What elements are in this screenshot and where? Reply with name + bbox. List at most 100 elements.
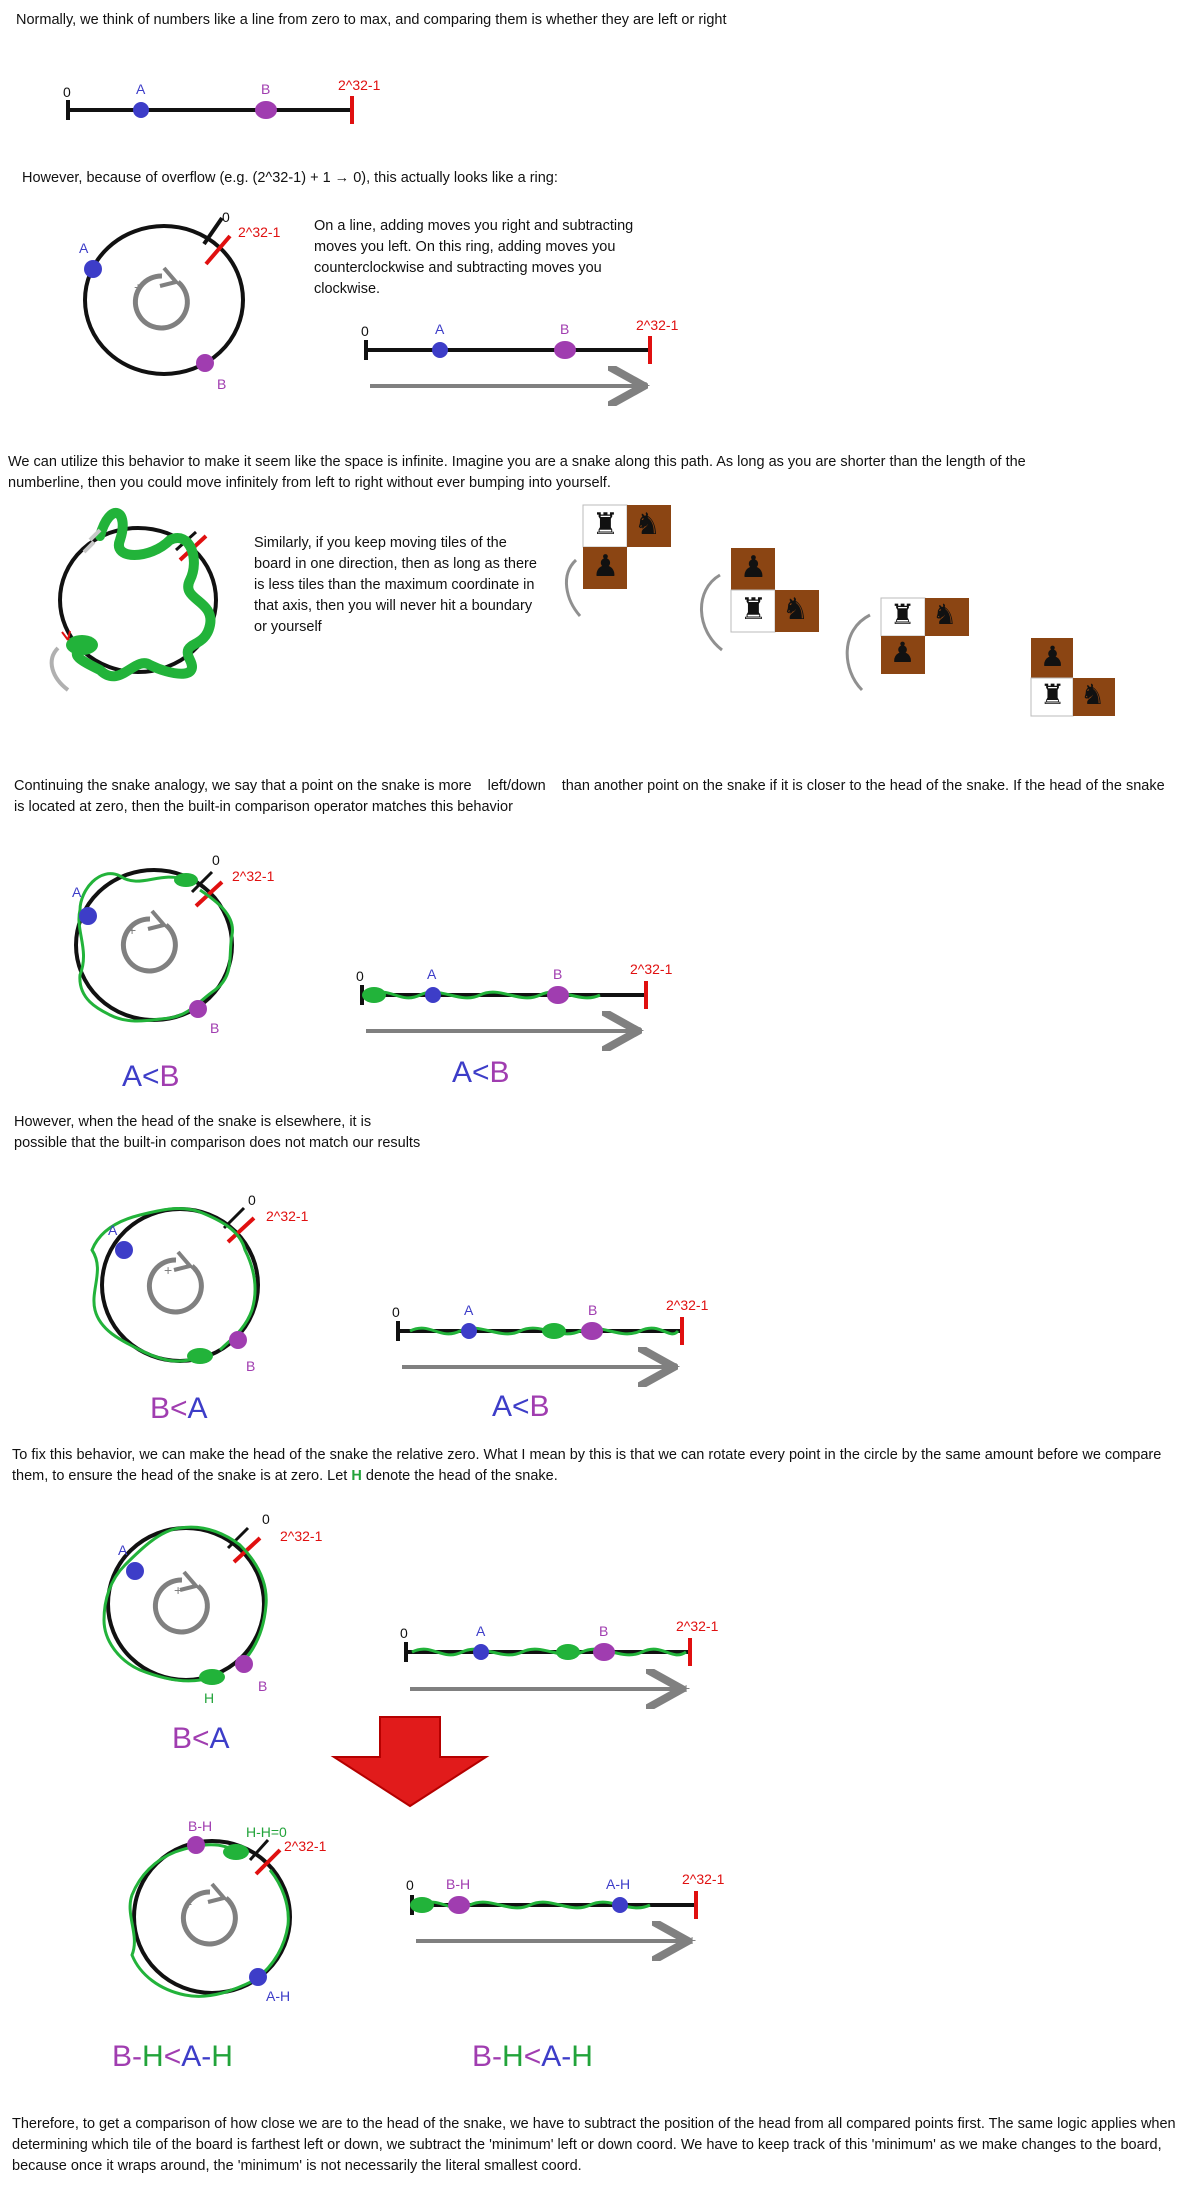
- ring3-b-label: B: [246, 1358, 256, 1374]
- line3-max-label: 2^32-1: [630, 961, 673, 977]
- line4-b-label: B: [588, 1302, 598, 1318]
- ring5-max-label: 2^32-1: [284, 1838, 327, 1854]
- result-line-4: A<B: [492, 1390, 550, 1423]
- line5-max-label: 2^32-1: [676, 1618, 719, 1634]
- result-ring-4: B<A: [172, 1722, 230, 1755]
- fix-part1: To fix this behavior, we can make the he…: [12, 1447, 1162, 1484]
- rook-icon: ♜: [740, 593, 767, 626]
- ring3-zero-label: 0: [248, 1192, 256, 1208]
- ccw-arrow-icon: [132, 273, 190, 331]
- ring-direction-paragraph: On a line, adding moves you right and su…: [314, 218, 634, 297]
- point-b: [255, 101, 277, 119]
- ring1-a-label: A: [79, 240, 89, 256]
- tile-group-1: [564, 504, 671, 617]
- line2-b-label: B: [560, 321, 570, 337]
- ring3-max-label: 2^32-1: [266, 1208, 309, 1224]
- ring4-max-label: 2^32-1: [280, 1528, 323, 1544]
- ring-point-b: [196, 354, 214, 372]
- result-ring-3: B<A: [150, 1392, 208, 1425]
- result-ring-5: B-H<A-H: [112, 2040, 233, 2073]
- ring3-a-label: A: [108, 1222, 118, 1238]
- pawn-icon: ♟: [890, 637, 916, 668]
- line4-plus-label: +: [672, 1358, 681, 1374]
- knight-icon: ♞: [634, 508, 661, 541]
- line3-a-label: A: [427, 966, 437, 982]
- fix-paragraph: To fix this behavior, we can make the he…: [12, 1445, 1182, 1487]
- rook-icon: ♜: [890, 599, 916, 630]
- snake-paragraph: We can utilize this behavior to make it …: [8, 454, 1026, 491]
- tiles-paragraph: Similarly, if you keep moving tiles of t…: [254, 535, 537, 635]
- point-a: [133, 102, 149, 118]
- line3-b-label: B: [553, 966, 563, 982]
- ring-3: [90, 1206, 260, 1364]
- line3-zero-label: 0: [356, 968, 364, 984]
- line6-zero-label: 0: [406, 1877, 414, 1893]
- result-ring-2: A<B: [122, 1060, 180, 1093]
- line2-plus-label: +: [642, 377, 651, 393]
- ring-1: [83, 216, 245, 376]
- head-symbol: H: [351, 1468, 362, 1484]
- rook-icon: ♜: [592, 508, 619, 541]
- result-line-6: B-H<A-H: [472, 2040, 593, 2073]
- ring1-b-label: B: [217, 376, 227, 392]
- ring-point-a: [84, 260, 102, 278]
- numberline-3: [360, 981, 648, 1031]
- snake-comparison-paragraph: Continuing the snake analogy, we say tha…: [14, 776, 1174, 818]
- ring-5: [128, 1836, 292, 1998]
- ring1-zero-label: 0: [222, 209, 230, 225]
- ring5-bh-label: B-H: [188, 1818, 213, 1834]
- ring4-plus-label: +: [174, 1582, 183, 1598]
- ring-4: [102, 1525, 268, 1685]
- line3-plus-label: +: [636, 1022, 645, 1038]
- line5-b-label: B: [599, 1623, 609, 1639]
- ring-2: [74, 868, 234, 1023]
- numberline-2: [364, 336, 652, 386]
- ring4-zero-label: 0: [262, 1511, 270, 1527]
- pawn-icon: ♟: [740, 551, 767, 584]
- knight-icon: ♞: [782, 593, 809, 626]
- line5-zero-label: 0: [400, 1625, 408, 1641]
- ring1-plus-label: +: [134, 279, 143, 295]
- ring4-h-label: H: [204, 1690, 215, 1706]
- ring1-max-label: 2^32-1: [238, 224, 281, 240]
- numberline-1: [66, 96, 354, 124]
- tile-group-4: [1030, 638, 1115, 717]
- line4-max-label: 2^32-1: [666, 1297, 709, 1313]
- line2-zero-label: 0: [361, 323, 369, 339]
- snake-comparison-part1: Continuing the snake analogy, we say tha…: [14, 778, 472, 794]
- zero-label: 0: [63, 84, 71, 100]
- line6-max-label: 2^32-1: [682, 1871, 725, 1887]
- elsewhere-paragraph: However, when the head of the snake is e…: [14, 1114, 421, 1151]
- knight-icon: ♞: [1080, 679, 1106, 710]
- line6-plus-label: +: [688, 1932, 697, 1948]
- ring3-plus-label: +: [164, 1262, 173, 1278]
- fix-part2: denote the head of the snake.: [365, 1468, 558, 1484]
- left-down-term: left/down: [487, 778, 546, 794]
- snake-body: [71, 508, 216, 682]
- line6-bh-label: B-H: [446, 1876, 471, 1892]
- overflow-paragraph: However, because of overflow (e.g. (2^32…: [22, 170, 558, 186]
- rotate-down-arrow-icon: [330, 1716, 490, 1808]
- ring4-a-label: A: [118, 1542, 128, 1558]
- ring2-plus-label: +: [128, 922, 137, 938]
- ring5-plus-label: +: [184, 1896, 193, 1912]
- a-label: A: [136, 81, 146, 97]
- ring2-a-label: A: [72, 884, 82, 900]
- result-line-3: A<B: [452, 1056, 510, 1089]
- intro-paragraph: Normally, we think of numbers like a lin…: [16, 12, 727, 28]
- ring2-max-label: 2^32-1: [232, 868, 275, 884]
- pawn-icon: ♟: [1040, 641, 1066, 672]
- snake-comparison-part2: than another point on the snake if it is…: [14, 778, 1165, 815]
- line6-ah-label: A-H: [606, 1876, 631, 1892]
- snake-ring: [49, 508, 218, 692]
- line2-max-label: 2^32-1: [636, 317, 679, 333]
- ring5-ah-label: A-H: [266, 1988, 291, 2004]
- line4-a-label: A: [464, 1302, 474, 1318]
- numberline-6: [410, 1891, 698, 1941]
- line5-a-label: A: [476, 1623, 486, 1639]
- b-label: B: [261, 81, 271, 97]
- rook-icon: ♜: [1040, 679, 1066, 710]
- line5-plus-label: +: [682, 1680, 691, 1696]
- line4-zero-label: 0: [392, 1304, 400, 1320]
- ring2-b-label: B: [210, 1020, 220, 1036]
